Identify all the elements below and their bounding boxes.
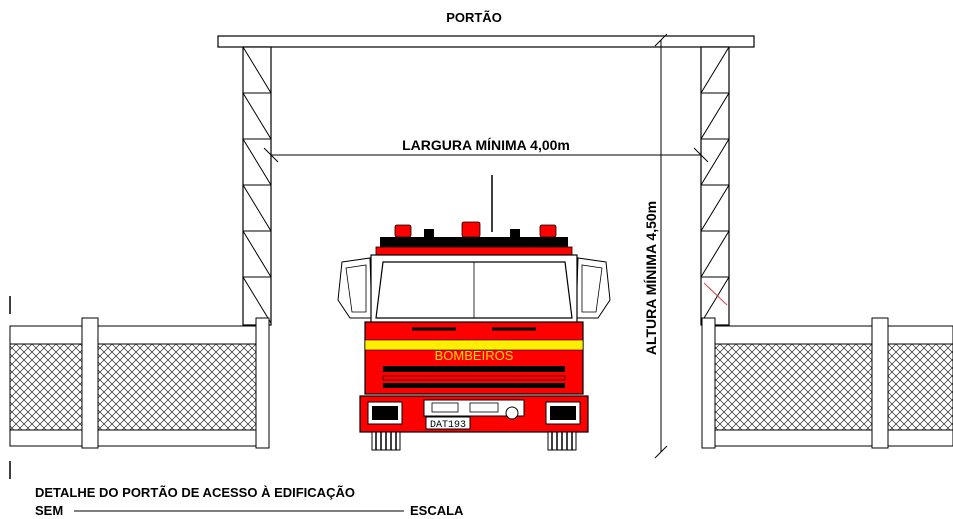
truck-body (364, 321, 584, 395)
scale-right-label: ESCALA (410, 503, 464, 518)
left-pillar (242, 46, 272, 326)
truck-name-label: BOMBEIROS (435, 348, 514, 363)
left-gate-post (255, 317, 270, 449)
right-pillar (700, 46, 730, 326)
license-plate (425, 416, 471, 430)
roof-light-right (539, 224, 557, 238)
drawing-title: PORTÃO (446, 10, 502, 25)
right-fence (714, 317, 953, 449)
yellow-stripe (364, 339, 584, 351)
right-gate-post (701, 317, 716, 449)
license-plate-text: DAT193 (430, 420, 466, 431)
gate-top-beam (217, 35, 755, 48)
left-fence (9, 296, 257, 479)
roof-light-center (461, 221, 481, 238)
width-dimension: LARGURA MÍNIMA 4,00m (263, 137, 709, 163)
fire-truck: BOMBEIROS DAT193 (337, 175, 611, 451)
width-label: LARGURA MÍNIMA 4,00m (402, 137, 570, 153)
height-dimension: ALTURA MÍNIMA 4,50m (643, 33, 668, 459)
scale-left-label: SEM (35, 503, 63, 518)
roof-light-left (394, 224, 412, 238)
caption-title: DETALHE DO PORTÃO DE ACESSO À EDIFICAÇÃO (35, 485, 355, 500)
height-label: ALTURA MÍNIMA 4,50m (643, 201, 659, 355)
